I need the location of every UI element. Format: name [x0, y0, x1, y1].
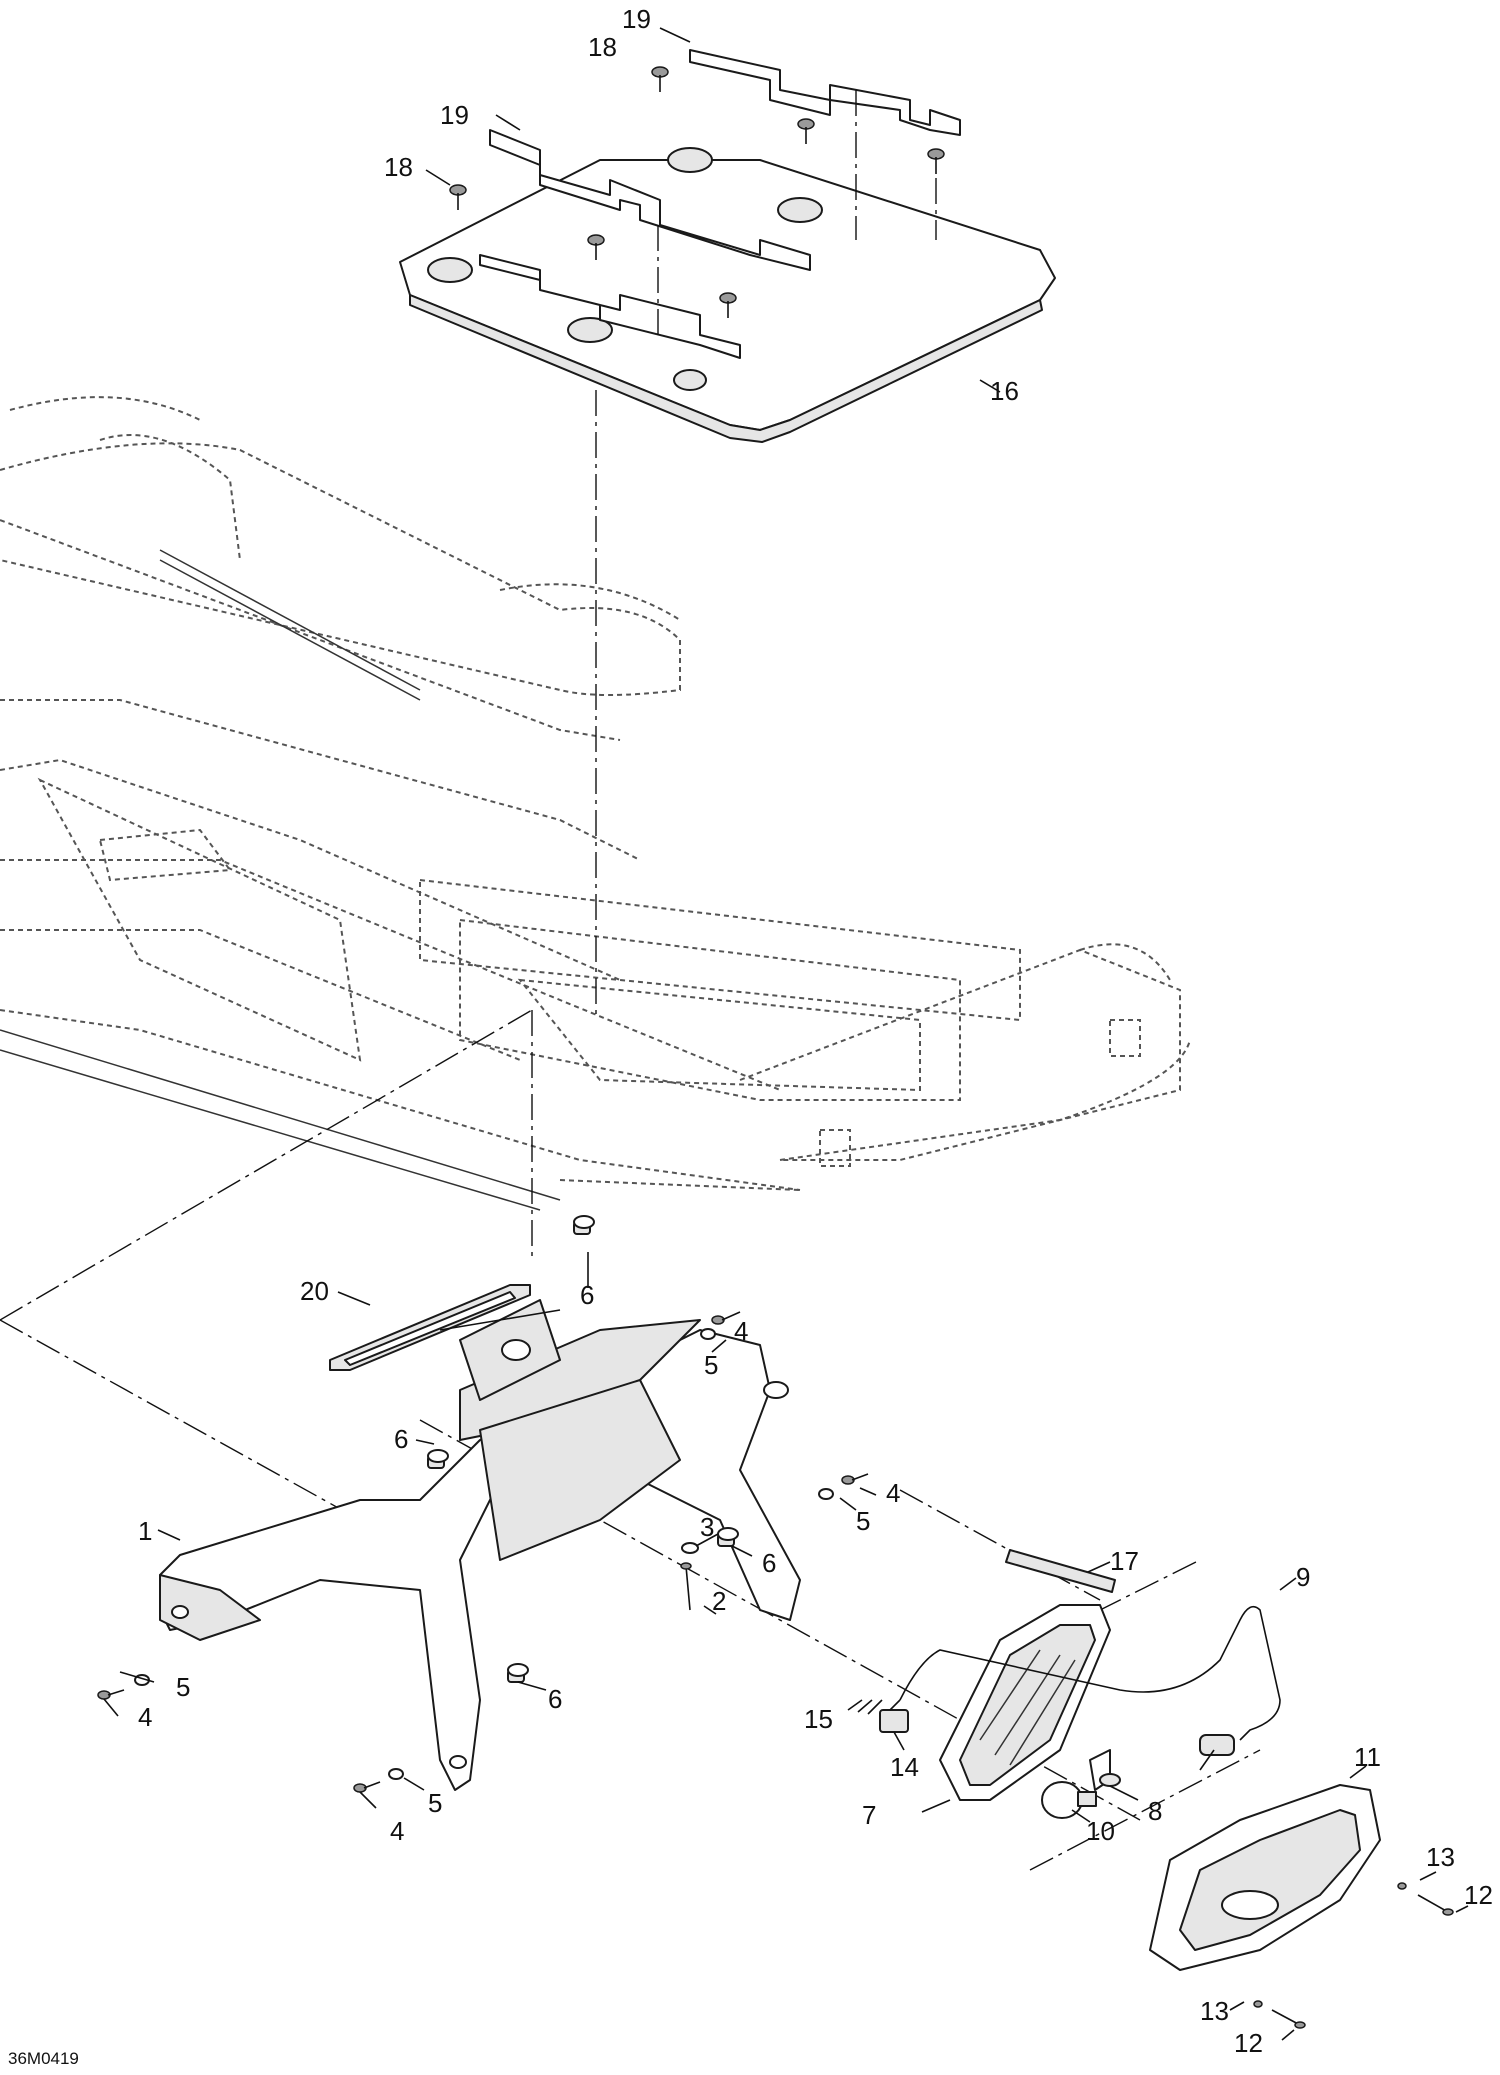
rivet-icon — [507, 1663, 529, 1683]
terminals-15 — [847, 1699, 883, 1715]
bumper-bolt-hole — [171, 1605, 189, 1619]
bumper-bolt-hole — [501, 1339, 531, 1361]
callout-6: 6 — [580, 1280, 594, 1310]
screw-icon — [587, 234, 605, 260]
washer-icon — [700, 1328, 716, 1340]
seat-screws-18 — [449, 66, 945, 318]
washer-icon — [388, 1768, 404, 1780]
vent-grille-20 — [329, 1284, 561, 1371]
figure-reference: 36M0419 — [8, 2049, 79, 2068]
seat-plate-hole — [427, 257, 473, 283]
callout-17: 17 — [1110, 1546, 1139, 1576]
callout-6: 6 — [762, 1548, 776, 1578]
tail-lens-11 — [1149, 1784, 1381, 1971]
callout-9: 9 — [1296, 1562, 1310, 1592]
wiring-harness-9 — [899, 1605, 1281, 1771]
washer-icon — [818, 1488, 834, 1500]
rivet-icon — [573, 1215, 595, 1235]
screw-icon — [1271, 2009, 1306, 2029]
screw-icon — [711, 1311, 741, 1325]
rivet-icon — [717, 1527, 739, 1547]
callout-labels: 19 18 19 18 16 6 20 4 5 6 4 5 3 1 6 2 17… — [8, 4, 1493, 2068]
callout-13: 13 — [1426, 1842, 1455, 1872]
callout-16: 16 — [990, 376, 1019, 406]
screw-icon — [353, 1781, 381, 1793]
callout-20: 20 — [300, 1276, 329, 1306]
screw-icon — [927, 148, 945, 174]
tail-light-housing-7 — [939, 1604, 1111, 1801]
callout-4: 4 — [734, 1316, 748, 1346]
callout-14: 14 — [890, 1752, 919, 1782]
callout-12: 12 — [1464, 1880, 1493, 1910]
seat-plate-hole — [777, 197, 823, 223]
callout-10: 10 — [1086, 1816, 1115, 1846]
bulb-10 — [1041, 1781, 1097, 1819]
connector-14 — [879, 1699, 909, 1733]
screw-icon — [651, 66, 669, 92]
callout-3: 3 — [700, 1512, 714, 1542]
callout-5: 5 — [704, 1350, 718, 1380]
bumper-bolt-hole — [449, 1755, 467, 1769]
assembly-lines — [0, 90, 1261, 1871]
seal-strip-17 — [1005, 1549, 1116, 1593]
washer-icon — [1397, 1882, 1407, 1890]
callout-8: 8 — [1148, 1796, 1162, 1826]
screw-icon — [680, 1562, 692, 1611]
callout-4: 4 — [886, 1478, 900, 1508]
screw-icon — [719, 292, 737, 318]
callout-5: 5 — [428, 1788, 442, 1818]
callout-leaders — [103, 27, 1469, 2041]
callout-4: 4 — [390, 1816, 404, 1846]
screw-icon — [449, 184, 467, 210]
callout-19: 19 — [440, 100, 469, 130]
callout-5: 5 — [856, 1506, 870, 1536]
callout-6: 6 — [548, 1684, 562, 1714]
screw-icon — [97, 1689, 125, 1700]
seat-plate-hole — [667, 147, 713, 173]
rivet-icon — [427, 1449, 449, 1469]
chassis-tunnel — [0, 396, 1191, 1211]
screw-icon — [841, 1473, 869, 1485]
washer-icon — [681, 1542, 699, 1554]
callout-11: 11 — [1354, 1742, 1381, 1772]
callout-4: 4 — [138, 1702, 152, 1732]
gasket-strip-19-lower — [479, 129, 811, 359]
callout-2: 2 — [712, 1586, 726, 1616]
screw-icon — [1417, 1894, 1454, 1916]
callout-18: 18 — [588, 32, 617, 62]
callout-12: 12 — [1234, 2028, 1263, 2058]
callout-1: 1 — [138, 1516, 152, 1546]
callout-15: 15 — [804, 1704, 833, 1734]
rear-bumper-1 — [159, 1299, 801, 1791]
lens-fasteners — [1253, 1882, 1454, 2029]
callout-6: 6 — [394, 1424, 408, 1454]
washer-icon — [1253, 2000, 1263, 2008]
callout-7: 7 — [862, 1800, 876, 1830]
seat-plate-hole — [567, 317, 613, 343]
fasteners — [97, 1215, 869, 1793]
callout-19: 19 — [622, 4, 651, 34]
screw-icon — [797, 118, 815, 144]
callout-5: 5 — [176, 1672, 190, 1702]
seat-plate-hole — [673, 369, 707, 391]
gasket-strip-19-upper — [689, 49, 961, 136]
callout-13: 13 — [1200, 1996, 1229, 2026]
bulb-socket-8 — [1089, 1749, 1121, 1791]
callout-18: 18 — [384, 152, 413, 182]
bumper-bolt-hole — [763, 1381, 789, 1399]
